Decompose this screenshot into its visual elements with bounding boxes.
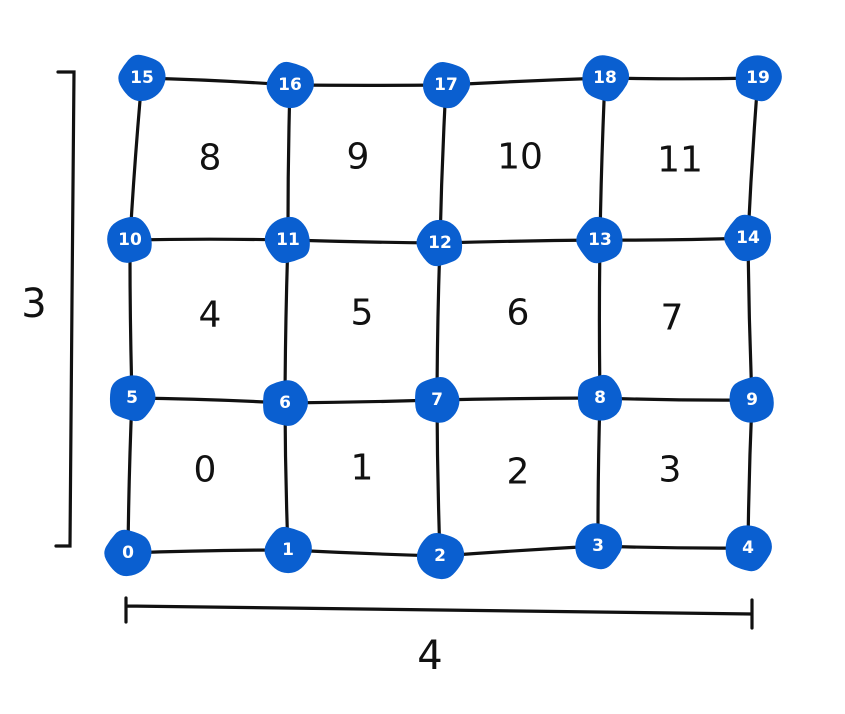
- grid-node: 7: [415, 376, 460, 423]
- vertical-edge: [438, 83, 448, 245]
- horizontal-edge: [126, 548, 290, 555]
- cell-label: 6: [507, 293, 530, 334]
- grid-node: 3: [575, 523, 623, 570]
- grid-node: 9: [729, 376, 774, 423]
- cell-label: 3: [659, 450, 682, 491]
- cell-label: 1: [351, 448, 374, 489]
- cell-label: 9: [347, 137, 370, 178]
- dimension-markers: 3 4: [21, 70, 754, 679]
- node-circle: [264, 526, 312, 574]
- grid-node: 2: [416, 533, 465, 580]
- node-circle: [263, 380, 308, 426]
- cell-label: 8: [199, 138, 222, 179]
- cell-label: 11: [657, 140, 703, 181]
- grid-node: 15: [118, 54, 166, 102]
- height-bracket: [54, 70, 76, 548]
- node-label: 17: [434, 75, 458, 95]
- vertical-edge: [746, 236, 754, 402]
- node-circle: [724, 214, 772, 262]
- node-circle: [729, 376, 774, 423]
- node-circle: [104, 529, 152, 577]
- vertical-edge: [128, 76, 144, 242]
- grid-node: 17: [422, 62, 471, 109]
- cell-label: 0: [194, 450, 217, 491]
- node-circle: [107, 216, 152, 263]
- node-circle: [118, 54, 166, 102]
- horizontal-edge: [435, 396, 602, 402]
- grid-node: 18: [582, 55, 630, 102]
- node-label: 10: [118, 230, 142, 250]
- node-circle: [735, 55, 782, 102]
- grid-node: 6: [263, 380, 308, 426]
- grid-node: 12: [416, 219, 463, 267]
- node-circle: [576, 216, 623, 264]
- node-circle: [577, 374, 623, 421]
- node-circle: [416, 219, 463, 267]
- node-circle: [582, 55, 630, 102]
- vertical-edge: [435, 241, 442, 402]
- node-label: 12: [428, 233, 452, 253]
- cell-label: 2: [507, 452, 530, 493]
- node-label: 6: [279, 393, 291, 413]
- node-circle: [416, 533, 465, 580]
- node-label: 18: [593, 68, 617, 88]
- vertical-edge: [286, 83, 292, 242]
- cell-label: 5: [351, 293, 374, 334]
- node-label: 19: [746, 68, 770, 88]
- horizontal-edge: [128, 237, 290, 242]
- node-circle: [575, 523, 623, 570]
- vertical-edge: [598, 76, 607, 242]
- grid-node: 14: [724, 214, 772, 262]
- node-circle: [266, 61, 314, 109]
- cell-label: 4: [199, 295, 222, 336]
- cell-label: 7: [661, 298, 684, 339]
- grid-node: 8: [577, 374, 623, 421]
- node-label: 3: [592, 536, 604, 556]
- horizontal-edge: [438, 238, 602, 245]
- node-label: 0: [122, 543, 134, 563]
- cell-label: 10: [497, 137, 543, 178]
- grid-node: 11: [264, 216, 310, 264]
- grid-node: 16: [266, 61, 314, 109]
- grid-node: 10: [107, 216, 152, 263]
- node-circle: [415, 376, 460, 423]
- grid-node: 1: [264, 526, 312, 574]
- node-label: 16: [278, 75, 302, 95]
- node-circle: [725, 525, 772, 572]
- vertical-edge: [126, 396, 134, 555]
- node-label: 13: [588, 230, 612, 250]
- vertical-edge: [435, 398, 442, 558]
- horizontal-edge: [598, 396, 754, 402]
- grid-node: 13: [576, 216, 623, 264]
- vertical-edge: [128, 238, 134, 400]
- node-label: 5: [126, 388, 138, 408]
- height-dimension-label: 3: [21, 281, 46, 327]
- node-label: 11: [276, 230, 300, 250]
- node-circle: [422, 62, 471, 109]
- grid-node: 0: [104, 529, 152, 577]
- grid-node: 19: [735, 55, 782, 102]
- node-circle: [109, 375, 156, 422]
- node-label: 8: [594, 388, 606, 408]
- grid-node: 5: [109, 375, 156, 422]
- node-label: 2: [434, 546, 446, 566]
- node-label: 15: [130, 68, 154, 88]
- node-label: 14: [736, 228, 760, 248]
- node-label: 9: [746, 390, 758, 410]
- width-bracket: [124, 596, 754, 630]
- vertical-edge: [597, 238, 602, 400]
- vertical-edge: [746, 76, 760, 240]
- grid-node: 4: [725, 525, 772, 572]
- node-circle: [264, 216, 310, 264]
- width-dimension-label: 4: [417, 633, 442, 679]
- node-label: 4: [742, 538, 754, 558]
- node-label: 7: [431, 390, 443, 410]
- vertical-edge: [283, 238, 290, 405]
- node-label: 1: [282, 540, 294, 560]
